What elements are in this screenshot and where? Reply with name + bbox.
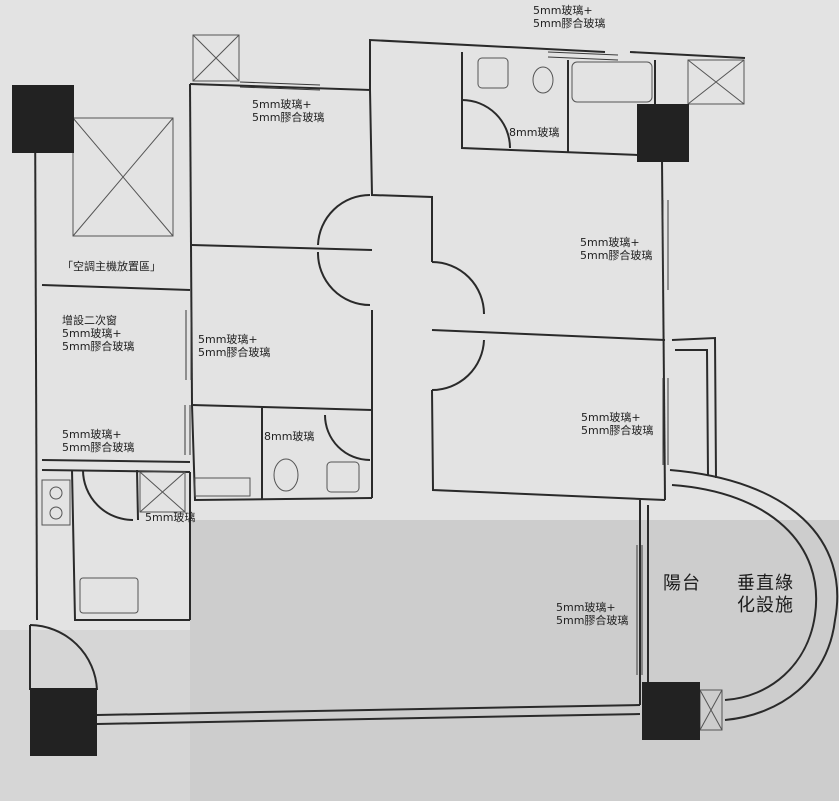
ac-zone-label: 「空調主機放置區」 — [62, 260, 161, 273]
door-swing — [82, 469, 134, 521]
burner-icon — [49, 486, 63, 500]
room-wall — [191, 244, 373, 251]
shaft-box — [687, 59, 745, 105]
door-swing — [324, 414, 371, 461]
left-wall — [41, 459, 191, 463]
room-wall — [189, 83, 193, 406]
window — [184, 405, 191, 455]
bath-glass-label: 8mm玻璃 — [264, 430, 315, 443]
glass-spec-label: 5mm玻璃+5mm膠合玻璃 — [252, 98, 325, 124]
bathtub — [571, 61, 653, 103]
ac-unit-box — [72, 117, 174, 237]
bath-wall — [461, 52, 639, 156]
window — [662, 378, 669, 465]
bath-glass-label: 8mm玻璃 — [509, 126, 560, 139]
balcony-label: 陽台 — [663, 573, 701, 594]
door-swing — [461, 99, 511, 149]
greening-label: 垂直綠化設施 — [737, 573, 794, 616]
bath-wall — [191, 404, 373, 502]
outer-wall-bottom-inner — [96, 713, 641, 725]
room-wall — [369, 89, 433, 262]
outer-wall-top — [189, 38, 606, 92]
shaft-box — [139, 471, 186, 513]
window — [185, 310, 192, 380]
column — [637, 104, 689, 162]
window — [636, 545, 643, 675]
door-swing — [317, 194, 371, 246]
laundry-sink-icon — [79, 577, 139, 614]
room-wall — [431, 329, 666, 341]
door-swing — [431, 261, 485, 315]
left-wall — [136, 469, 139, 521]
ac-unit-cross — [72, 117, 174, 237]
left-wall — [41, 284, 191, 291]
shaft-cross — [699, 689, 723, 731]
shaft-box — [192, 34, 240, 82]
shadow-area — [190, 520, 839, 801]
door-swing — [29, 624, 98, 691]
window — [239, 81, 321, 91]
glass-spec-label: 5mm玻璃+5mm膠合玻璃 — [533, 4, 606, 30]
column — [30, 688, 97, 756]
shower-tray — [194, 477, 251, 497]
outer-wall-left — [34, 94, 38, 621]
glass-spec-label: 5mm玻璃+5mm膠合玻璃 — [581, 411, 654, 437]
room-wall — [431, 389, 666, 501]
outer-wall-bottom — [96, 704, 641, 716]
stove-icon — [41, 479, 71, 526]
outer-wall-top-right — [629, 51, 746, 59]
left-wall — [71, 469, 190, 621]
column — [642, 682, 700, 740]
balcony-arc-inner — [671, 484, 818, 701]
balcony-wall — [671, 336, 717, 479]
window — [662, 200, 669, 290]
window — [547, 51, 619, 61]
burner-icon — [49, 506, 63, 520]
door-swing — [431, 339, 485, 391]
glass-spec-label: 5mm玻璃+5mm膠合玻璃 — [556, 601, 629, 627]
door-swing — [316, 251, 371, 306]
shaft-cross — [139, 471, 186, 513]
room-wall — [191, 404, 373, 411]
glass-spec-label: 5mm玻璃+5mm膠合玻璃 — [62, 428, 135, 454]
toilet-icon — [532, 66, 554, 94]
column — [12, 85, 74, 153]
glass-spec-label: 5mm玻璃+5mm膠合玻璃 — [198, 333, 271, 359]
shaft-cross — [687, 59, 745, 105]
glass-spec-label: 5mm玻璃+5mm膠合玻璃 — [580, 236, 653, 262]
toilet-icon — [273, 458, 299, 492]
sink-icon — [326, 461, 360, 493]
balcony-wall — [675, 349, 709, 476]
sink-icon — [477, 57, 509, 89]
laundry-glass-label: 5mm玻璃 — [145, 511, 196, 524]
shaft-cross — [192, 34, 240, 82]
balcony-arc-outer — [669, 469, 839, 721]
